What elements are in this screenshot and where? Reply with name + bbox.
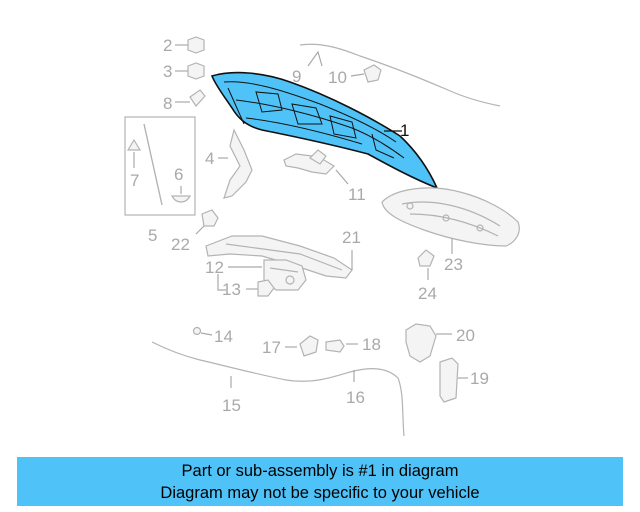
- callout-11: 11: [348, 185, 366, 204]
- banner-line-2: Diagram may not be specific to your vehi…: [160, 484, 480, 502]
- callout-5: 5: [148, 226, 157, 245]
- callout-22: 22: [171, 235, 190, 254]
- callout-4: 4: [205, 149, 214, 168]
- callout-9: 9: [292, 67, 301, 86]
- callout-20: 20: [456, 326, 475, 345]
- callout-8: 8: [163, 94, 172, 113]
- callout-6: 6: [174, 165, 183, 184]
- callout-16: 16: [346, 388, 365, 407]
- callout-7: 7: [130, 171, 139, 190]
- callout-23: 23: [444, 255, 463, 274]
- hood-part-1[interactable]: [210, 71, 439, 190]
- callout-15: 15: [222, 396, 241, 415]
- callout-14: 14: [214, 327, 233, 346]
- callout-10: 10: [328, 68, 347, 87]
- callout-17: 17: [262, 338, 281, 357]
- callout-13: 13: [222, 280, 241, 299]
- parts-diagram: 1 2 3 8 9 10 7 6 5 4 11 22 23 2: [124, 36, 520, 437]
- callout-24: 24: [418, 284, 437, 303]
- callout-21: 21: [342, 228, 361, 247]
- callout-18: 18: [362, 335, 381, 354]
- info-banner: Part or sub-assembly is #1 in diagram Di…: [17, 457, 623, 506]
- callout-12: 12: [205, 258, 224, 277]
- banner-line-1: Part or sub-assembly is #1 in diagram: [181, 462, 459, 480]
- callout-2: 2: [163, 36, 172, 55]
- callout-1: 1: [400, 121, 409, 140]
- callout-19: 19: [470, 369, 489, 388]
- callout-3: 3: [163, 62, 172, 81]
